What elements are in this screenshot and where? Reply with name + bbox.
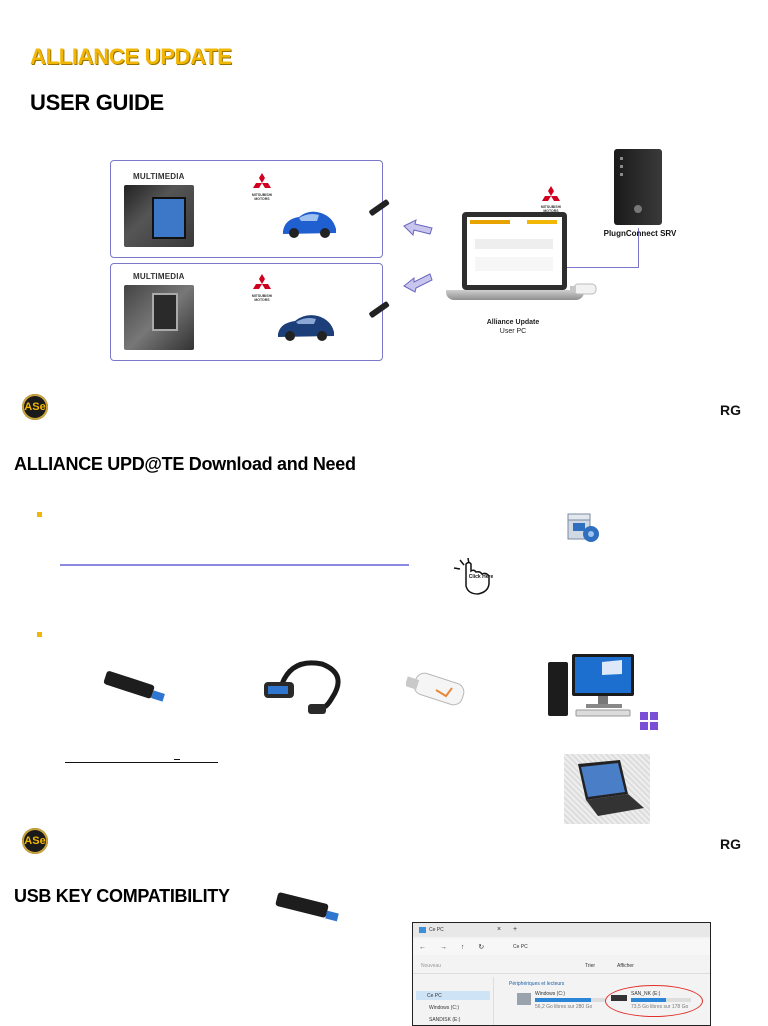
tab-title: Ce PC [429, 927, 444, 933]
usb-ssd-stick-icon [275, 892, 339, 922]
download-link-underline[interactable] [60, 564, 409, 566]
laptop-caption: Alliance Update User PC [470, 318, 556, 336]
mitsubishi-text-bottom: MITSUBISHI MOTORS [251, 294, 273, 302]
multimedia-label-bottom: MULTIMEDIA [133, 272, 185, 281]
car-blue-top [283, 211, 336, 238]
drives-group-title: Périphériques et lecteurs [509, 981, 565, 987]
folder-icon [419, 927, 426, 933]
server-tower-image [614, 149, 662, 225]
click-here-hand-icon[interactable] [452, 556, 494, 596]
section-usb-title: USB KEY COMPATIBILITY [14, 886, 230, 906]
guide-title: ALLIANCE UPDATE [30, 44, 232, 69]
bullet-1 [37, 512, 42, 517]
explorer-toolbar: Nouveau Trier Afficher [413, 959, 710, 974]
rg-logo: RG [720, 836, 741, 852]
ase-logo: ASe [22, 828, 48, 854]
mitsubishi-logo-icon [542, 186, 560, 201]
usb-dongle-icon [570, 283, 597, 295]
toolbar-sort[interactable]: Trier [585, 963, 596, 969]
drive-c-free: 56,2 Go libres sur 280 Go [535, 1004, 593, 1010]
new-tab-icon[interactable]: + [513, 926, 518, 933]
laptop-photo [564, 754, 650, 824]
drive-c-usage-bar [535, 998, 605, 1002]
address-bar[interactable]: ← → ↑ ↻ Ce PC [413, 939, 710, 955]
usb-stick-icon [369, 301, 390, 318]
click-here-badge[interactable]: Click Here [468, 574, 494, 580]
multimedia-box-bottom: MULTIMEDIA MITSUBISHI MOTORS [110, 263, 383, 361]
server-caption: PlugnConnect SRV [603, 229, 677, 238]
windows-logo-icon [640, 712, 658, 730]
connection-line [567, 267, 639, 268]
mitsubishi-logo-icon [253, 173, 271, 188]
usb-otg-adapter-icon [264, 660, 341, 714]
laptop-image [462, 212, 567, 290]
multimedia-label-top: MULTIMEDIA [133, 172, 185, 181]
nav-item-selected[interactable] [416, 991, 490, 1000]
arrow-left-icon [403, 219, 433, 237]
drive-highlight-ellipse [605, 985, 703, 1017]
car-dark-blue-bottom [278, 315, 334, 341]
usb-white-stick-icon [406, 672, 465, 706]
mitsubishi-text-laptop: MITSUBISHI MOTORS [540, 205, 562, 213]
rg-logo: RG [720, 402, 741, 418]
laptop-base [446, 290, 584, 300]
breadcrumb[interactable]: Ce PC [513, 944, 528, 950]
desktop-pc-icon [548, 654, 634, 717]
file-explorer-window: Ce PC × + ← → ↑ ↻ Ce PC Nouveau Trier Af… [412, 922, 711, 1026]
toolbar-view[interactable]: Afficher [617, 963, 634, 969]
installer-package-icon [567, 513, 599, 542]
nav-item-sandisk[interactable]: SANDISK (E:) [429, 1017, 461, 1023]
usb-stick-icon [369, 199, 390, 216]
toolbar-new[interactable]: Nouveau [421, 963, 442, 969]
navigation-pane: Ce PC Windows (C:) SANDISK (E:) [413, 977, 494, 1025]
laptop-icon [578, 760, 644, 816]
ase-logo: ASe [22, 394, 48, 420]
bullet-2 [37, 632, 42, 637]
drive-c-icon [517, 993, 531, 1005]
mitsubishi-text-top: MITSUBISHI MOTORS [251, 193, 273, 201]
connection-line [638, 228, 639, 268]
close-icon[interactable]: × [497, 926, 502, 933]
guide-subtitle: USER GUIDE [30, 90, 164, 115]
requirement-underline-accent [174, 759, 180, 760]
section-download-title: ALLIANCE UPD@TE Download and Need [14, 454, 356, 474]
arrow-left-icon [403, 273, 433, 293]
nav-item-ce-pc[interactable]: Ce PC [427, 993, 442, 999]
nav-arrows-icon[interactable]: ← → ↑ ↻ [419, 944, 491, 951]
laptop-caption-line2: User PC [499, 328, 527, 335]
laptop-caption-line1: Alliance Update [486, 319, 540, 326]
drive-c-name[interactable]: Windows (C:) [535, 991, 566, 997]
mitsubishi-logo-icon [253, 274, 271, 289]
dashboard-image-bottom [124, 285, 194, 350]
nav-item-windows[interactable]: Windows (C:) [429, 1005, 460, 1011]
dashboard-image-top [124, 185, 194, 247]
explorer-tab[interactable]: Ce PC × + [413, 923, 710, 937]
requirement-underline [65, 762, 218, 763]
multimedia-box-top: MULTIMEDIA MITSUBISHI MOTORS [110, 160, 383, 258]
usb-ssd-stick-icon [103, 671, 165, 702]
